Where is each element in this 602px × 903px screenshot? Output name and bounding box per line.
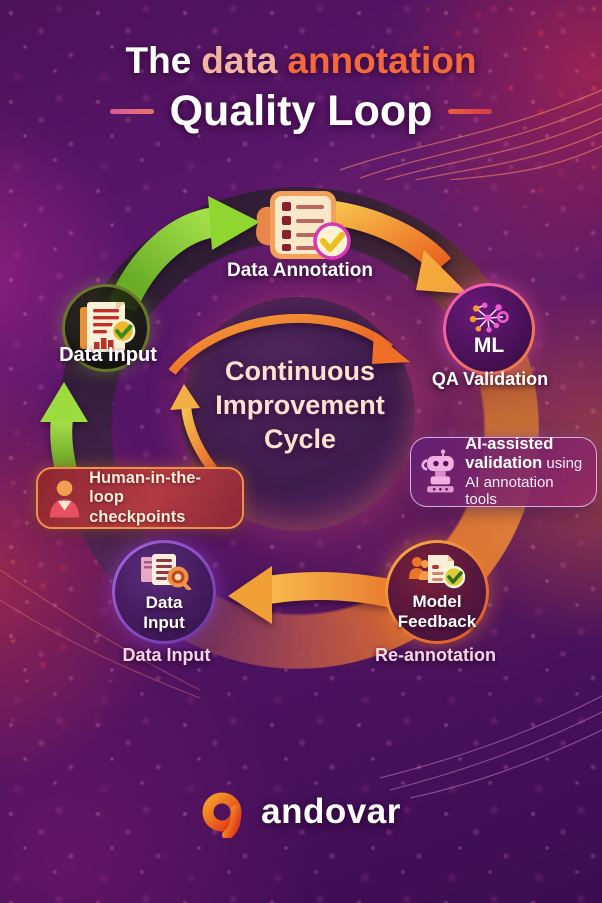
center-line2: Improvement bbox=[215, 390, 385, 421]
andovar-logo-mark bbox=[202, 792, 242, 838]
title-word-data: data bbox=[201, 40, 278, 81]
data-input-bottom-node-inner: Data Input bbox=[115, 543, 213, 641]
footer-brand: andovar bbox=[0, 786, 602, 838]
checklist-icon bbox=[256, 191, 351, 260]
center-line1: Continuous bbox=[225, 356, 375, 386]
model-feedback-node: Model Feedback bbox=[385, 540, 489, 644]
data-input-left-node bbox=[62, 284, 150, 372]
brand-name: andovar bbox=[261, 792, 401, 831]
human-in-the-loop-callout: Human-in-the-loop checkpoints bbox=[36, 467, 244, 529]
hitl-line2: checkpoints bbox=[89, 507, 186, 526]
title-word-annotation: annotation bbox=[287, 40, 477, 81]
person-icon bbox=[49, 480, 80, 518]
chart-doc-icon bbox=[80, 302, 136, 352]
continuous-improvement-cycle-text: Continuous Improvement Cycle bbox=[185, 354, 415, 456]
title-quality-loop: Quality Loop bbox=[169, 87, 433, 135]
model-feedback-line1: Model bbox=[412, 591, 462, 611]
title-dash-left bbox=[109, 109, 154, 114]
ml-badge-text: ML bbox=[473, 333, 505, 357]
search-docs-icon bbox=[141, 553, 191, 590]
data-annotation-label: Data Annotation bbox=[226, 260, 373, 281]
ai-callout-line2: validation using bbox=[465, 454, 587, 473]
ai-callout-text: AI-assisted validation using AI annotati… bbox=[465, 435, 587, 509]
re-annotation-label: Re-annotation bbox=[375, 645, 496, 665]
data-input-bottom-node: Data Input bbox=[112, 540, 216, 644]
qa-validation-label: QA Validation bbox=[431, 369, 549, 389]
robot-icon bbox=[421, 449, 454, 493]
data-input-bottom-sublabel: Data Input bbox=[122, 645, 211, 665]
wavy-lines-bottom-right bbox=[380, 695, 602, 799]
feedback-doc-icon bbox=[409, 554, 466, 589]
qa-validation-node: ML bbox=[443, 283, 535, 375]
ai-callout-line3: AI annotation tools bbox=[465, 473, 554, 509]
ai-callout-validation: validation bbox=[465, 454, 543, 473]
model-feedback-text: Model Feedback bbox=[398, 592, 476, 631]
ai-callout-line1: AI-assisted bbox=[465, 434, 554, 453]
model-feedback-line2: Feedback bbox=[397, 611, 477, 631]
data-input-left-label: Data Input bbox=[59, 344, 157, 366]
center-line3: Cycle bbox=[263, 424, 337, 455]
model-feedback-node-inner: Model Feedback bbox=[388, 543, 486, 641]
title-line-2: Quality Loop bbox=[0, 87, 602, 136]
ml-network-icon bbox=[469, 301, 509, 333]
hitl-line1: Human-in-the-loop bbox=[89, 468, 201, 507]
title-word-the: The bbox=[125, 40, 192, 81]
data-input-bottom-text: Data Input bbox=[143, 593, 185, 632]
hitl-text: Human-in-the-loop checkpoints bbox=[89, 469, 232, 527]
data-input-bottom-line1: Data bbox=[145, 592, 183, 612]
data-input-bottom-line2: Input bbox=[143, 612, 185, 632]
page-title: The data annotation Quality Loop bbox=[0, 40, 602, 136]
ai-callout-using: using bbox=[542, 455, 583, 473]
ai-assisted-validation-callout: AI-assisted validation using AI annotati… bbox=[410, 435, 597, 509]
title-dash-right bbox=[448, 109, 493, 114]
qa-validation-node-inner: ML bbox=[446, 286, 532, 372]
title-line-1: The data annotation bbox=[0, 40, 602, 82]
